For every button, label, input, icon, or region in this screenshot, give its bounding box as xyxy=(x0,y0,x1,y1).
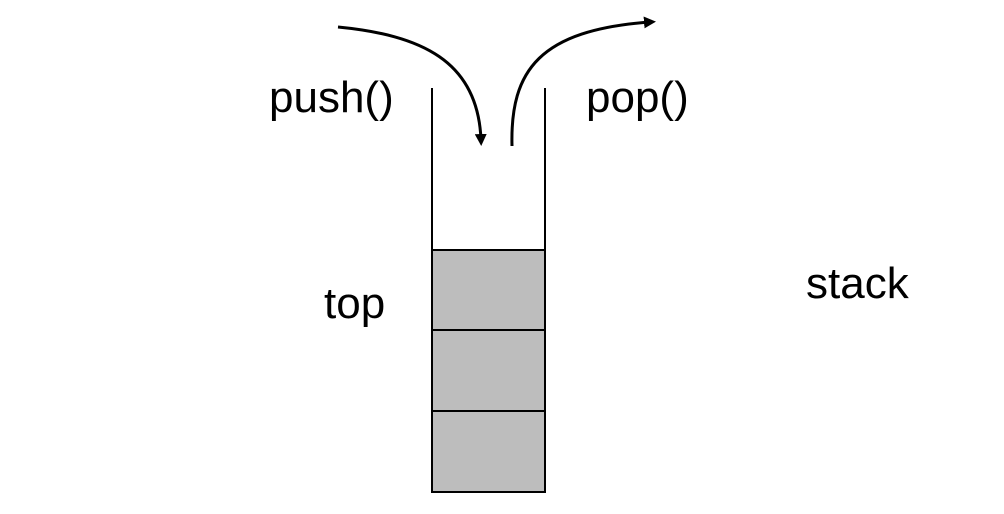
arrow-into-stack-icon xyxy=(337,25,487,146)
arrow-out-of-stack-icon xyxy=(510,16,656,147)
stack-slot xyxy=(431,329,546,412)
pop-label: pop() xyxy=(586,73,689,122)
stack-label: stack xyxy=(806,259,909,308)
stack-slot xyxy=(431,410,546,493)
push-label: push() xyxy=(269,73,394,122)
stack-slot xyxy=(431,249,546,331)
top-label: top xyxy=(324,279,386,328)
